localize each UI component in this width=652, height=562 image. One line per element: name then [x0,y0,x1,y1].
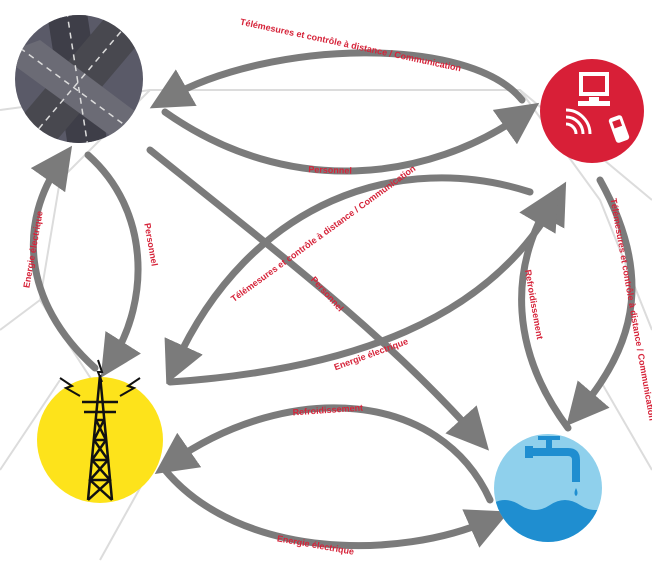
arrow-transport-to-water [146,146,490,451]
highway-node [15,15,143,143]
transmission-tower-icon [59,359,141,501]
water-node [494,434,602,542]
label-energy-to-transport: Energie électrique [21,210,44,289]
arrow-transport-to-energy [84,151,142,378]
arrow-transport-to-telecom [161,102,540,175]
arrow-water-to-energy [154,404,494,504]
arrow-telecom-to-water [566,176,636,426]
label-transport-to-water: Personnel [309,274,346,313]
arrow-energy-to-transport [29,145,99,372]
arrow-energy-to-water [161,466,510,550]
telecom-node [540,59,644,163]
highway-icon [15,15,143,143]
energy-node [37,359,163,503]
dependency-arrows [29,49,636,550]
arrow-telecom-to-transport [149,49,526,109]
label-water-to-energy: Refroidissement [292,403,363,418]
label-transport-to-telecom: Personnel [308,164,352,176]
label-telecom-to-water: Télémesures et contrôle à distance / Com… [608,198,652,422]
label-transport-to-energy: Personnel [142,222,159,267]
label-energy-to-water: Energie électrique [276,533,355,556]
arrow-water-to-telecom [518,186,572,432]
water-tap-icon [525,436,580,496]
arrow-telecom-to-energy [164,174,534,385]
arrow-energy-to-telecom [166,181,567,386]
computer-phone-icon [565,72,630,143]
